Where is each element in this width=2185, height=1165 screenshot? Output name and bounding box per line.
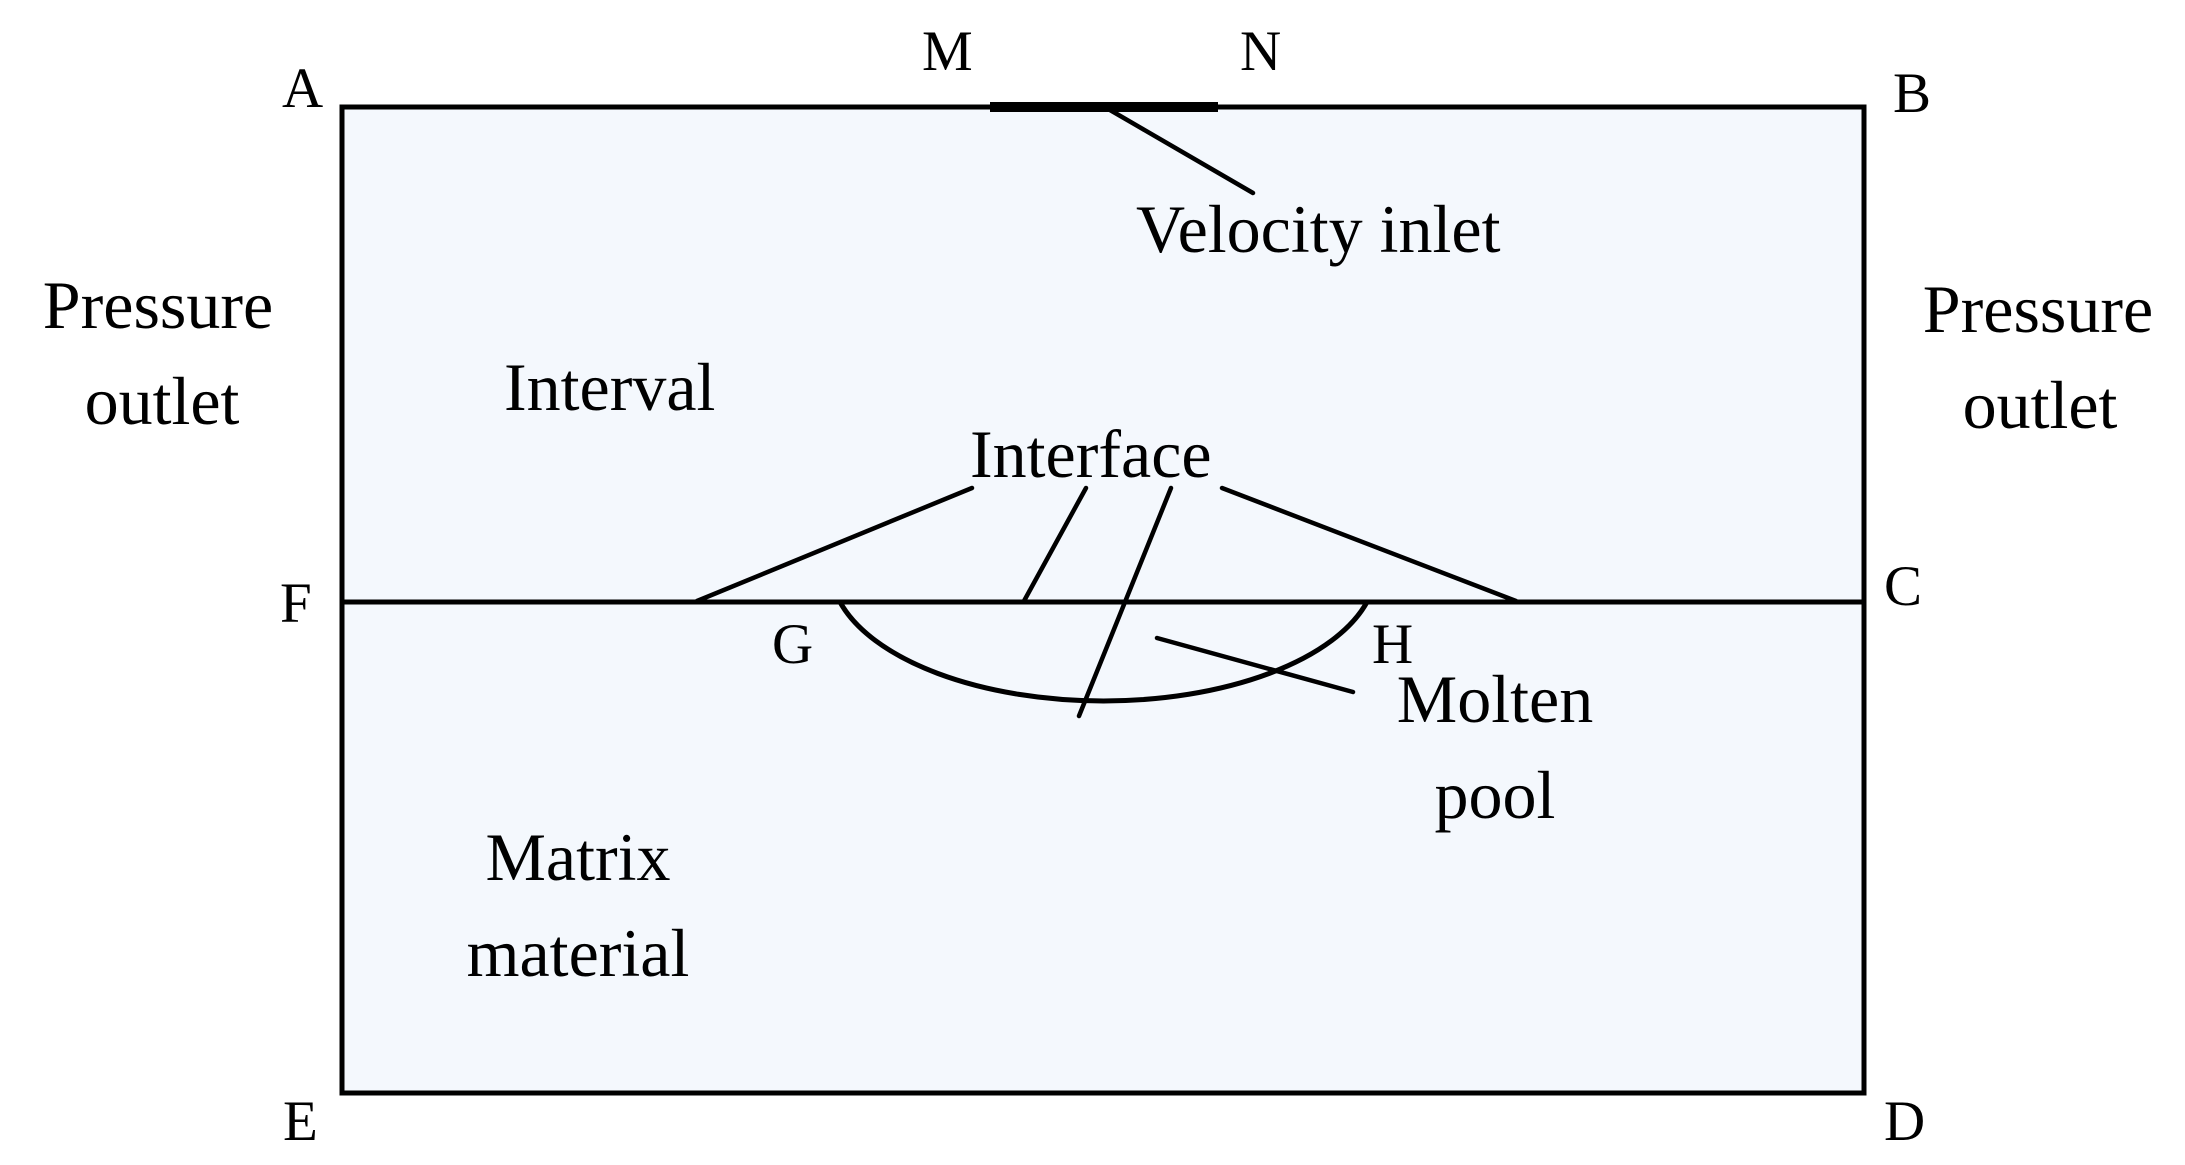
point-label-m: M	[922, 20, 973, 83]
matrix-material-label-line2: material	[467, 915, 690, 991]
point-label-e: E	[283, 1090, 318, 1153]
interface-leader-3	[1076, 485, 1174, 719]
point-label-d: D	[1884, 1090, 1925, 1153]
interval-label: Interval	[504, 349, 715, 425]
molten-pool-label-line1: Molten	[1397, 661, 1593, 737]
point-label-c: C	[1884, 555, 1922, 618]
point-label-n: N	[1240, 20, 1281, 83]
interval-region	[342, 107, 1864, 602]
pressure-outlet-left-label-line1: Pressure	[43, 267, 273, 343]
point-label-g: G	[772, 613, 813, 676]
velocity-inlet-label: Velocity inlet	[1136, 191, 1501, 267]
matrix-material-label-line1: Matrix	[485, 819, 670, 895]
point-label-f: F	[280, 572, 312, 635]
velocity-inlet-leader	[1107, 107, 1256, 196]
molten-pool-leader	[1154, 635, 1356, 695]
molten-pool-label-line2: pool	[1435, 757, 1556, 833]
interface-leader-4	[1219, 485, 1519, 604]
interface-leader-2	[1021, 485, 1089, 604]
pressure-outlet-left-label-line2: outlet	[85, 363, 240, 439]
interface-label: Interface	[970, 416, 1212, 492]
pressure-outlet-right-label-line2: outlet	[1963, 367, 2118, 443]
interface-leader-1	[694, 485, 975, 604]
point-label-b: B	[1893, 62, 1931, 125]
point-label-h: H	[1372, 613, 1413, 676]
molten-pool-boundary	[837, 600, 1370, 704]
point-label-a: A	[282, 57, 323, 120]
pressure-outlet-right-label-line1: Pressure	[1923, 271, 2153, 347]
